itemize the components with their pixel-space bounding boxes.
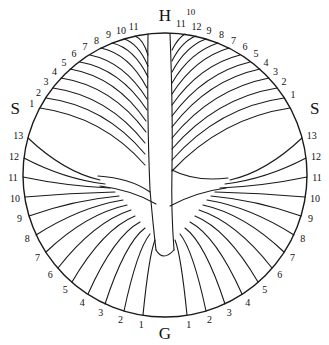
bundle-number: 7 (83, 42, 88, 52)
bundle-number: 3 (44, 77, 49, 87)
bundle-number: 4 (52, 67, 57, 77)
bundle-number: 4 (245, 298, 250, 308)
bundle-number: 8 (94, 36, 99, 46)
bundle-number: 11 (176, 19, 186, 29)
bundle-number: 10 (186, 8, 195, 17)
bundle-number: 7 (35, 253, 40, 263)
bundle-number: 6 (72, 49, 77, 59)
bundle-number: 1 (139, 320, 144, 330)
bundle-number: 2 (282, 77, 287, 87)
bundle-number: 1 (291, 90, 296, 100)
bundle-number: 8 (300, 234, 305, 244)
section-outline (23, 33, 307, 317)
bundle-number: 3 (98, 308, 103, 318)
bundle-number: 1 (29, 99, 34, 109)
bundle-number: 8 (25, 234, 30, 244)
bundle-number: 9 (308, 214, 313, 224)
bundle-number: 5 (262, 285, 267, 295)
region-letter: H (159, 7, 171, 24)
bundle-number: 5 (63, 285, 68, 295)
bundle-number: 1 (186, 320, 191, 330)
bundle-number: 10 (116, 26, 126, 36)
upper-left-veins (40, 36, 148, 165)
bundle-number: 5 (62, 58, 67, 68)
bundle-number: 13 (307, 131, 317, 141)
bundle-number: 5 (253, 49, 258, 59)
bundle-number: 2 (207, 315, 212, 325)
bundle-number: 9 (17, 214, 22, 224)
lower-right-veins (175, 138, 307, 315)
bundle-number: 11 (8, 173, 18, 183)
region-letter: S (10, 100, 19, 117)
bundle-number: 2 (36, 88, 41, 98)
bundle-number: 3 (273, 67, 278, 77)
bundle-number: 10 (310, 194, 320, 204)
bundle-number: 4 (80, 298, 85, 308)
bundle-number: 2 (118, 315, 123, 325)
bundle-number: 12 (311, 152, 321, 162)
lower-left-veins (23, 138, 155, 315)
bundle-number: 8 (219, 30, 224, 40)
region-letter: S (310, 100, 319, 117)
bundle-number: 6 (277, 270, 282, 280)
bundle-number: 4 (264, 58, 269, 68)
upper-right-veins (172, 34, 290, 171)
bundle-number: 6 (243, 42, 248, 52)
bundle-number: 9 (106, 30, 111, 40)
bundle-number: 7 (231, 36, 236, 46)
bundle-number: 10 (10, 194, 20, 204)
bundle-number: 7 (290, 253, 295, 263)
bundle-number: 3 (227, 308, 232, 318)
bundle-number: 9 (207, 26, 212, 36)
bundle-number: 11 (312, 173, 322, 183)
bundle-number: 13 (13, 131, 23, 141)
bundle-number: 6 (48, 270, 53, 280)
bundle-number: 12 (191, 22, 201, 32)
bundle-number: 12 (9, 152, 19, 162)
bundle-number: 11 (129, 22, 139, 32)
region-letter: G (159, 325, 171, 342)
